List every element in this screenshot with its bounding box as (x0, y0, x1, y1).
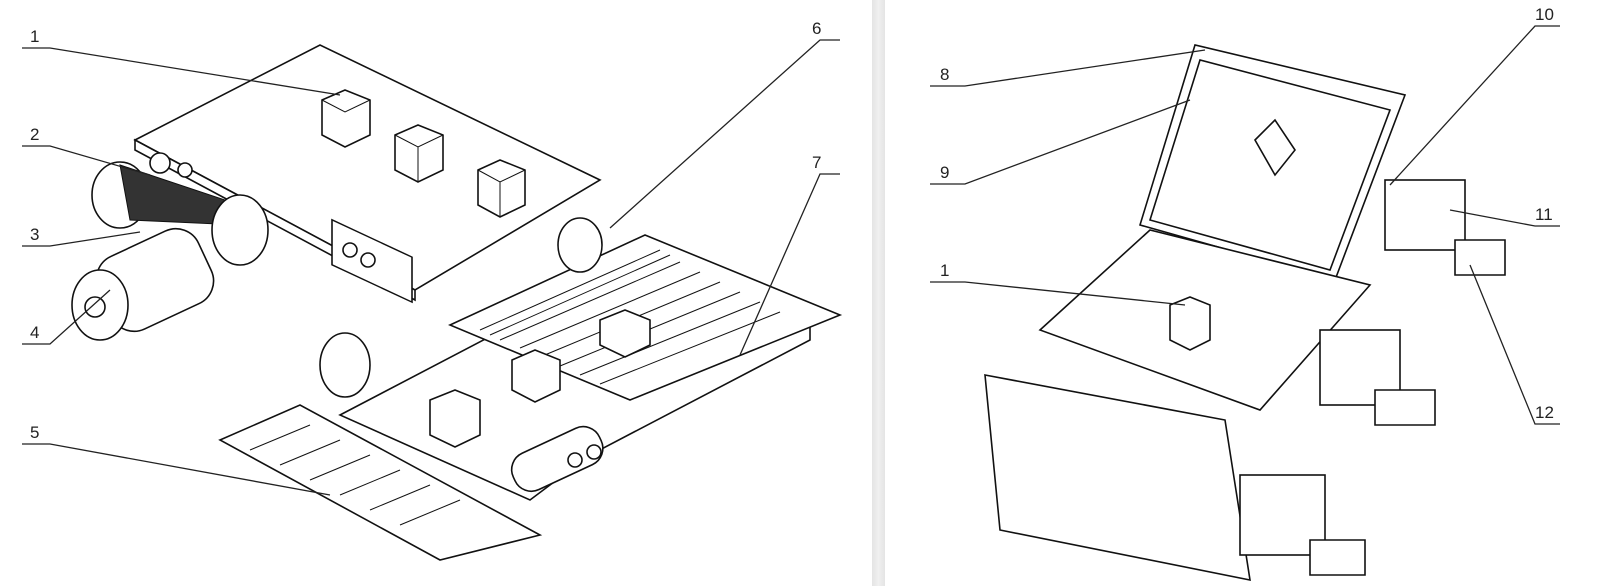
callout-7: 7 (812, 153, 821, 172)
panel-divider (872, 0, 885, 586)
lower-conveyor (218, 217, 843, 561)
callout-1: 1 (30, 27, 39, 46)
upper-conveyor (133, 44, 602, 304)
callout-4: 4 (30, 323, 39, 342)
callout-3: 3 (30, 225, 39, 244)
motor-and-pulley (71, 161, 269, 341)
servo-motor (1239, 179, 1506, 576)
callout-1-right: 1 (940, 261, 949, 280)
cube (321, 89, 526, 218)
callout-11: 11 (1535, 205, 1553, 224)
callout-2: 2 (30, 125, 39, 144)
callout-5: 5 (30, 423, 39, 442)
callout-9: 9 (940, 163, 949, 182)
callouts-left: 1 2 3 4 5 6 7 (22, 19, 840, 496)
callout-8: 8 (940, 65, 949, 84)
callouts-right: 8 9 1 10 11 12 (930, 5, 1560, 425)
callout-10: 10 (1535, 5, 1554, 24)
callout-6: 6 (812, 19, 821, 38)
callout-12: 12 (1535, 403, 1554, 422)
sorting-box-assembly (984, 44, 1506, 582)
